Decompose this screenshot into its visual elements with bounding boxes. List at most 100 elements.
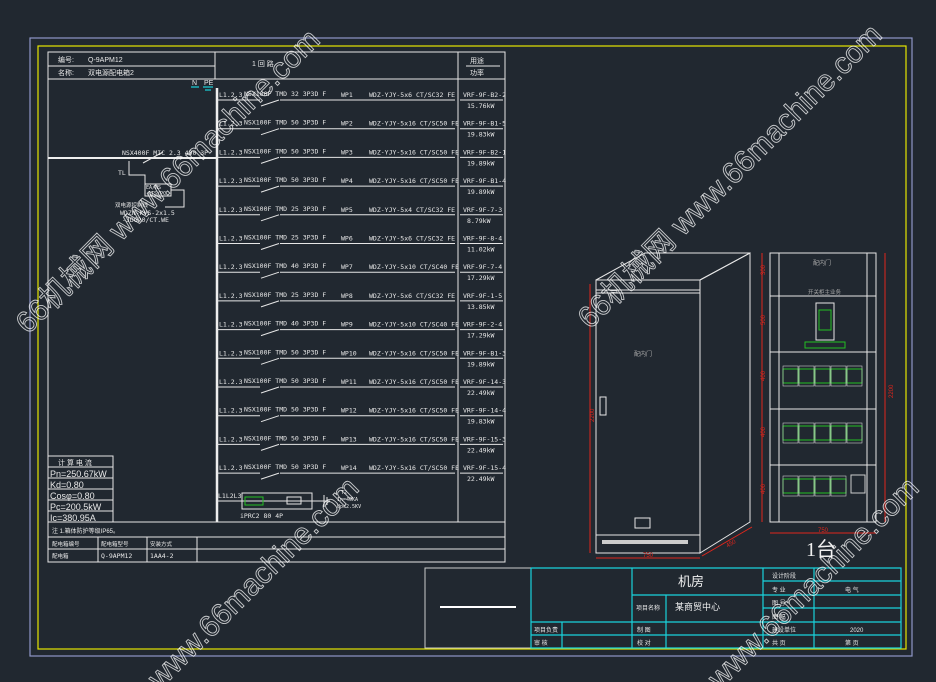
circuit-cable: WDZ-YJY-5x16 CT/SC50 FE bbox=[369, 120, 459, 128]
circuit-breaker: NSX100F TMD 32 3P3D F bbox=[244, 90, 326, 98]
breaker-module bbox=[830, 478, 847, 494]
breaker-module-frame bbox=[782, 475, 799, 497]
section-height-dim: 400 bbox=[761, 426, 767, 437]
breaker-switch-symbol bbox=[260, 214, 280, 222]
depth-dim: 450 bbox=[726, 539, 738, 550]
table-h3: 安装方式 bbox=[150, 540, 173, 548]
breaker-module-frame bbox=[830, 475, 847, 497]
width-dim: 750 bbox=[643, 553, 654, 559]
circuit-phase: L1.2.3 bbox=[219, 378, 243, 386]
spd-type: T2 bbox=[341, 490, 347, 496]
circuit-phase: L1.2.3 bbox=[219, 206, 243, 214]
breaker-switch-symbol bbox=[260, 243, 280, 250]
circuit-breaker: NSX100F TMD 50 3P3D F bbox=[244, 147, 326, 155]
breaker-module bbox=[814, 368, 831, 384]
project-name: 某商贸中心 bbox=[675, 601, 720, 612]
breaker-module-frame bbox=[814, 422, 831, 444]
breaker-module bbox=[798, 478, 815, 494]
circuit-breaker: NSX100F TMD 50 3P3D F bbox=[244, 348, 326, 356]
circuit-cable: WDZ-YJY-5x16 CT/SC50 FE bbox=[369, 148, 459, 156]
top-label: 配内门 bbox=[813, 259, 831, 267]
circuit-power: 11.02kW bbox=[467, 246, 494, 254]
spd-up: Up≤2.5KV bbox=[337, 504, 361, 510]
box-name: 双电源配电箱2 bbox=[88, 68, 134, 77]
door-label: 配内门 bbox=[634, 350, 652, 358]
schematic-panel: 编号: Q-9APM12 名称: 双电源配电箱2 1 回 路 用途 功率 N P… bbox=[47, 51, 506, 563]
circuit-load: VRF-9F-15-3 bbox=[463, 435, 506, 443]
breaker-module bbox=[814, 425, 831, 441]
circuit-number: WP1 bbox=[341, 91, 353, 99]
circuit-power: 19.89kW bbox=[467, 188, 494, 196]
pe-label: PE bbox=[204, 80, 214, 87]
breaker-switch-symbol bbox=[260, 156, 280, 164]
box-no: Q-9APM12 bbox=[88, 57, 123, 64]
circuit-load: VRF-9F-B2-2 bbox=[463, 91, 506, 99]
circuit-cable: WDZ-YJY-5x6 CT/SC32 FE bbox=[369, 235, 455, 243]
breaker-module-frame bbox=[798, 475, 815, 497]
circuit-breaker: NSX100F TMD 50 3P3D F bbox=[244, 406, 326, 414]
breaker-module bbox=[846, 368, 863, 384]
breaker-module bbox=[782, 368, 799, 384]
breaker-module-frame bbox=[782, 365, 799, 387]
breaker-module bbox=[782, 425, 799, 441]
circuit-number: WP13 bbox=[341, 435, 357, 443]
circuit-load: VRF-9F-B1-4 bbox=[463, 177, 506, 185]
circuit-phase: L1.2.3 bbox=[219, 321, 243, 329]
circuit-power: 15.76kW bbox=[467, 102, 494, 110]
circuit-breaker: NSX100F TMD 50 3P3D F bbox=[244, 434, 326, 442]
incoming-tl: TL bbox=[118, 169, 126, 177]
calc-cos: Cosφ=0.80 bbox=[50, 491, 95, 501]
circuit-cable: WDZ-YJY-5x16 CT/SC50 FE bbox=[369, 378, 459, 386]
circuit-number: WP5 bbox=[341, 206, 353, 214]
circuit-phase: L1.2.3 bbox=[219, 435, 243, 443]
circuit-power: 22.49kW bbox=[467, 475, 494, 483]
review-label: 审 核 bbox=[534, 639, 548, 647]
circuit-power: 19.89kW bbox=[467, 360, 494, 368]
watermark: www.66machine.com bbox=[141, 471, 365, 682]
table-v3: 1AA4-2 bbox=[150, 552, 174, 560]
spd-module bbox=[850, 474, 866, 494]
control-label: 双电源控制线 bbox=[115, 201, 149, 209]
breaker-module-frame bbox=[782, 422, 799, 444]
breaker-module bbox=[814, 478, 831, 494]
circuit-cable: WDZ-YJY-5x16 CT/SC50 FE bbox=[369, 407, 459, 415]
circuit-cable: WDZ-YJY-5x16 CT/SC50 FE bbox=[369, 177, 459, 185]
stage-label: 设计阶段 bbox=[772, 572, 796, 580]
circuit-power: 8.79kW bbox=[467, 217, 491, 225]
box-name-label: 名称: bbox=[58, 68, 74, 77]
unit-label: 开关柜主业务 bbox=[808, 288, 842, 296]
breaker-module-frame bbox=[798, 422, 815, 444]
height-dim: 2200 bbox=[590, 408, 596, 422]
door-handle bbox=[599, 396, 607, 416]
cabinet-isometric-view: 配内门 2200 750 450 bbox=[589, 252, 753, 559]
n-label: N bbox=[192, 80, 197, 87]
breaker-switch-symbol bbox=[260, 128, 280, 136]
breaker-modules bbox=[782, 365, 866, 497]
breaker-module-frame bbox=[798, 365, 815, 387]
circuit-phase: L1.2.3 bbox=[219, 120, 243, 128]
circuit-load: VRF-9F-B1-3 bbox=[463, 349, 506, 357]
circuit-power: 19.83kW bbox=[467, 418, 494, 426]
title-block: 机房 项目名称 某商贸中心 项目负责 审 核 制 图 校 对 设计阶段 专 业 … bbox=[424, 567, 902, 649]
breaker-module-frame bbox=[830, 365, 847, 387]
total-label: 共 页 bbox=[772, 639, 786, 647]
breaker-switch-symbol bbox=[260, 185, 280, 193]
control-cable-2: -JDG20/CT.WE bbox=[122, 216, 169, 224]
watermark: 66机械网 www.66machine.com bbox=[572, 18, 889, 335]
breaker-module bbox=[798, 425, 815, 441]
breaker-switch-symbol bbox=[260, 472, 280, 480]
circuit-cable: WDZ-YJY-5x10 CT/SC40 FE bbox=[369, 263, 459, 271]
section-height-dim: 400 bbox=[761, 370, 767, 381]
front-width-dim: 750 bbox=[818, 528, 829, 534]
circuit-number: WP14 bbox=[341, 464, 357, 472]
control-cable-1: WDZN-KVS-2x1.5 bbox=[120, 209, 175, 217]
circuit-power: 19.89kW bbox=[467, 159, 494, 167]
circuit-phase: L1.2.3 bbox=[219, 91, 243, 99]
